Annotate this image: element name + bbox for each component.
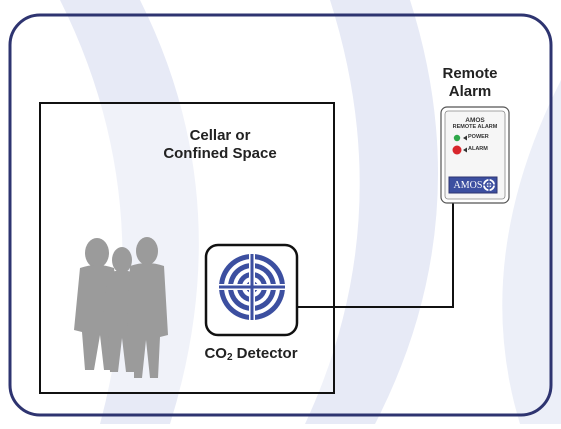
detector-label-prefix: CO [204,345,227,362]
connection-cable [297,200,454,308]
people-silhouette [74,237,168,378]
room-label-line1: Cellar or [189,127,251,144]
remote-alarm-label-line1: Remote [442,65,498,82]
detector-label-suffix: Detector [232,345,298,362]
room-label-line2: Confined Space [163,145,277,162]
detector-target-icon [217,252,287,322]
outer-frame [8,13,553,417]
alarm-device-title: REMOTE ALARM [452,124,498,130]
amos-logo-text: AMOS [453,180,483,191]
remote-alarm-label-line2: Alarm [448,83,492,100]
remote-alarm-label: Remote Alarm [420,65,520,101]
co2-detector [204,243,299,337]
power-led-icon [453,134,461,142]
alarm-device-brand: AMOS [465,117,485,124]
amos-logo-target-icon [482,178,496,192]
detector-label-subscript: 2 [226,352,233,363]
alarm-led-label: ALARM [468,146,488,152]
detector-label: CO2 Detector [186,345,316,365]
room-label: Cellar or Confined Space [130,127,310,163]
remote-alarm-device [440,106,510,204]
power-arrow-icon [463,135,467,141]
power-led-label: POWER [468,134,489,140]
alarm-arrow-icon [463,147,467,153]
alarm-led-icon [452,145,462,155]
